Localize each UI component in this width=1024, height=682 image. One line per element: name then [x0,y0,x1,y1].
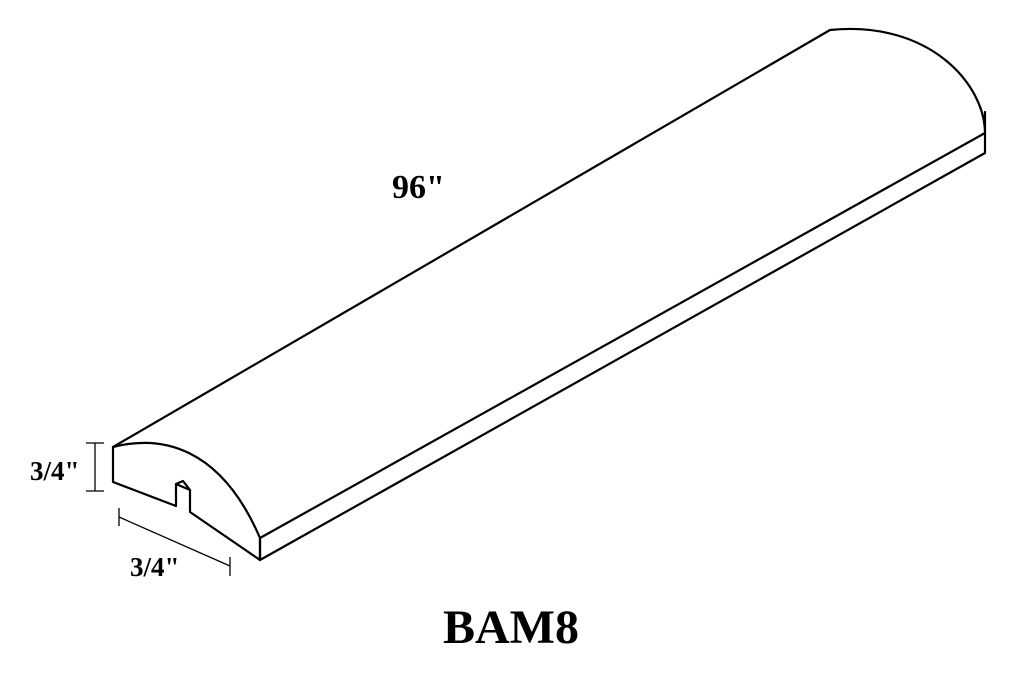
width-dimension [118,508,231,576]
width-dimension-line [118,516,231,567]
moulding-front-profile [111,445,262,562]
part-code-label: BAM8 [443,601,579,654]
moulding-groove [174,479,192,492]
height-label: 3/4" [30,456,80,486]
height-dimension [86,442,104,492]
moulding-body [111,27,987,562]
length-label: 96" [392,169,445,206]
moulding-top-face [111,27,987,540]
width-label: 3/4" [130,552,180,582]
moulding-side-face [258,131,987,562]
